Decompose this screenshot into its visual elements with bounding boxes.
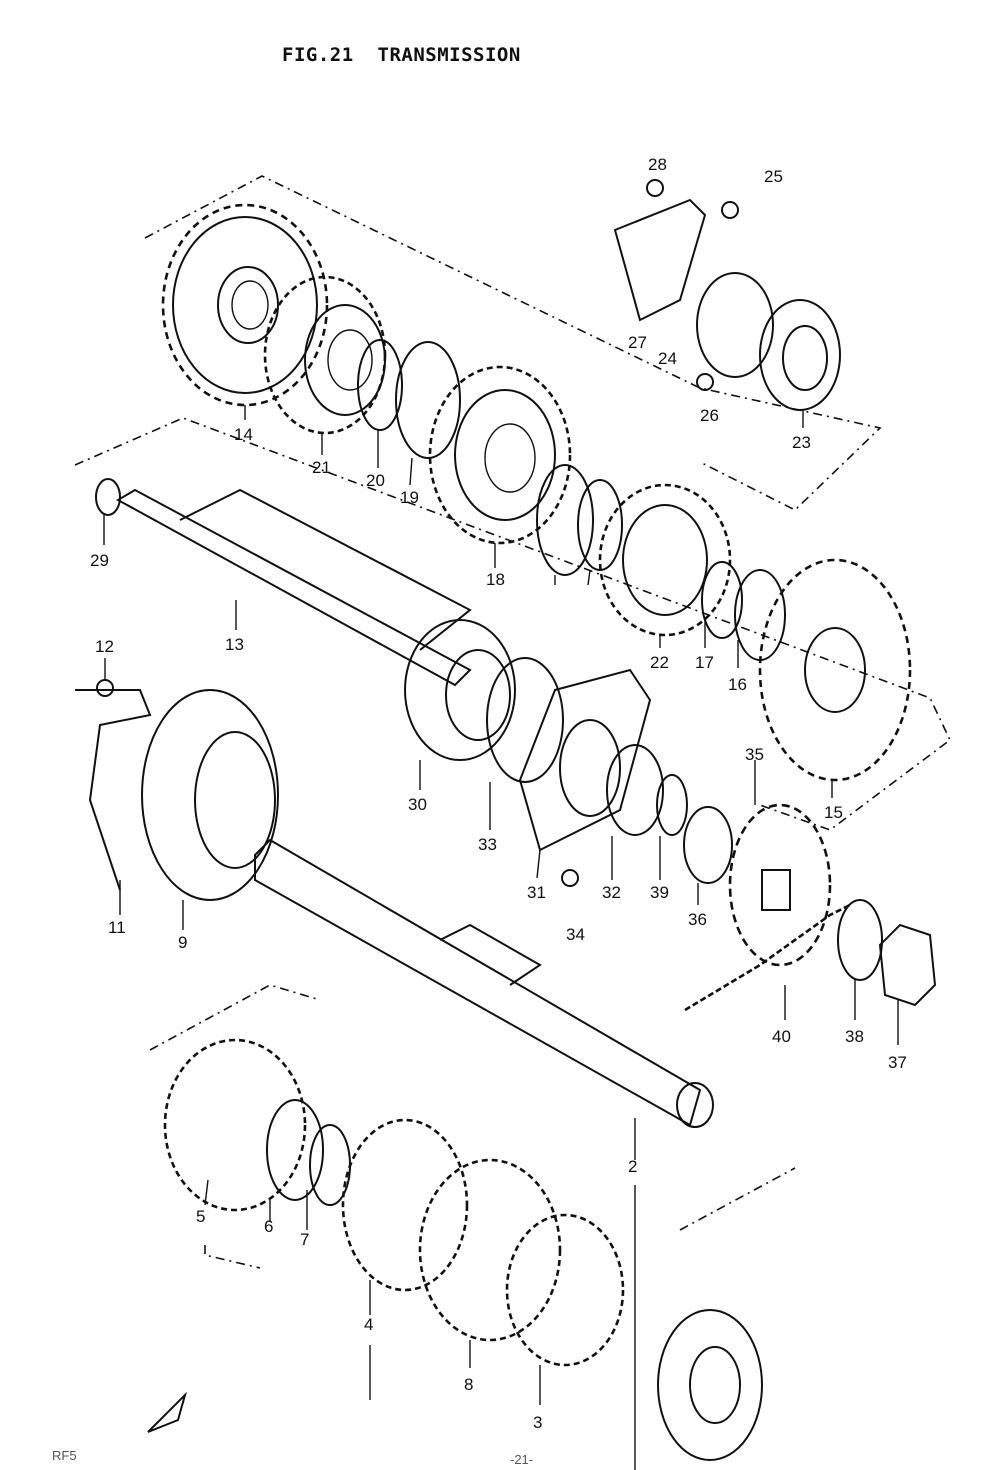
callout-24: 24 [658, 349, 677, 368]
callout-7: 7 [300, 1230, 309, 1249]
gear-15 [758, 558, 912, 782]
nut-37 [878, 923, 937, 1007]
plate-11 [75, 689, 152, 891]
callout-4: 4 [364, 1315, 373, 1334]
gear-14 [161, 203, 329, 407]
callout-9: 9 [178, 933, 187, 952]
callout-3: 3 [533, 1413, 542, 1432]
gear-8 [418, 1158, 562, 1342]
callout-6: 6 [264, 1217, 273, 1236]
drive-gear-box [74, 417, 952, 831]
callout-35: 35 [745, 745, 764, 764]
circlip-20 [357, 339, 403, 431]
lower-gear-box-3 [204, 1245, 261, 1269]
circlip-17 [701, 561, 743, 639]
figure-title: FIG.21 TRANSMISSION [282, 44, 521, 66]
callout-25: 25 [764, 167, 783, 186]
retainer-31 [518, 668, 652, 852]
leader-lines [103, 405, 899, 1470]
bearing-23 [759, 299, 841, 411]
callout-12: 12 [95, 637, 114, 656]
callout-32: 32 [602, 883, 621, 902]
callout-33: 33 [478, 835, 497, 854]
callout-31: 31 [527, 883, 546, 902]
circlip-20b [577, 479, 623, 571]
callout-11: 11 [108, 918, 126, 937]
bearing-30 [404, 619, 516, 761]
oil-seal-32 [606, 744, 664, 836]
screw-12 [96, 679, 114, 697]
direction-arrow-icon [147, 1391, 187, 1433]
callout-39: 39 [650, 883, 669, 902]
callout-34: 34 [566, 925, 585, 944]
callout-30: 30 [408, 795, 427, 814]
callout-14: 14 [234, 425, 253, 444]
gear-4 [341, 1118, 469, 1292]
circlip-33 [486, 657, 564, 783]
callout-18: 18 [486, 570, 505, 589]
countershaft-13 [95, 478, 472, 687]
bearing-lower-race [689, 1346, 741, 1424]
callout-37: 37 [888, 1053, 907, 1072]
screw-26 [696, 373, 714, 391]
corner-code: RF5 [52, 1448, 77, 1463]
gear-5 [163, 1038, 307, 1212]
screw-25 [721, 201, 739, 219]
callout-40: 40 [772, 1027, 791, 1046]
gear-21 [263, 275, 387, 435]
washer-19b [536, 464, 594, 576]
oil-seal-24 [696, 272, 774, 378]
screw-28 [646, 179, 664, 197]
lower-gear-box [149, 984, 321, 1051]
callout-8: 8 [464, 1375, 473, 1394]
bearing-9 [141, 689, 279, 901]
gear-3 [505, 1213, 625, 1367]
washer-6 [266, 1099, 324, 1201]
callout-5: 5 [196, 1207, 205, 1226]
callout-21: 21 [312, 458, 331, 477]
o-ring-39 [656, 774, 688, 836]
callout-20: 20 [366, 471, 385, 490]
page-number: -21- [510, 1452, 534, 1467]
washer-16 [734, 569, 786, 661]
callout-16: 16 [728, 675, 747, 694]
gear-18 [428, 365, 572, 545]
callout-38: 38 [845, 1027, 864, 1046]
callout-23: 23 [792, 433, 811, 452]
callout-19: 19 [400, 488, 419, 507]
bolt-34 [561, 869, 579, 887]
callout-28: 28 [648, 155, 667, 174]
callout-26: 26 [700, 406, 719, 425]
callout-36: 36 [688, 910, 707, 929]
washer-19 [395, 341, 461, 459]
spacer-36 [683, 806, 733, 884]
callout-27: 27 [628, 333, 647, 352]
gear-22 [598, 483, 732, 637]
callout-13: 13 [225, 635, 244, 654]
callout-17: 17 [695, 653, 714, 672]
lower-gear-box-2 [679, 1167, 796, 1231]
washer-38 [837, 899, 883, 981]
callout-labels: 2 3 4 5 6 7 8 9 11 12 13 14 15 16 17 18 … [90, 155, 907, 1432]
callout-15: 15 [824, 803, 843, 822]
sprocket-35 [728, 803, 832, 967]
retainer-31-hole [559, 719, 621, 817]
bearing-lower [657, 1309, 763, 1461]
countershaft-box [144, 175, 882, 511]
callout-2: 2 [628, 1157, 637, 1176]
driveshaft-2 [254, 838, 714, 1128]
chain-40 [684, 903, 851, 1012]
bracket-27 [613, 198, 707, 322]
callout-22: 22 [650, 653, 669, 672]
callout-29: 29 [90, 551, 109, 570]
